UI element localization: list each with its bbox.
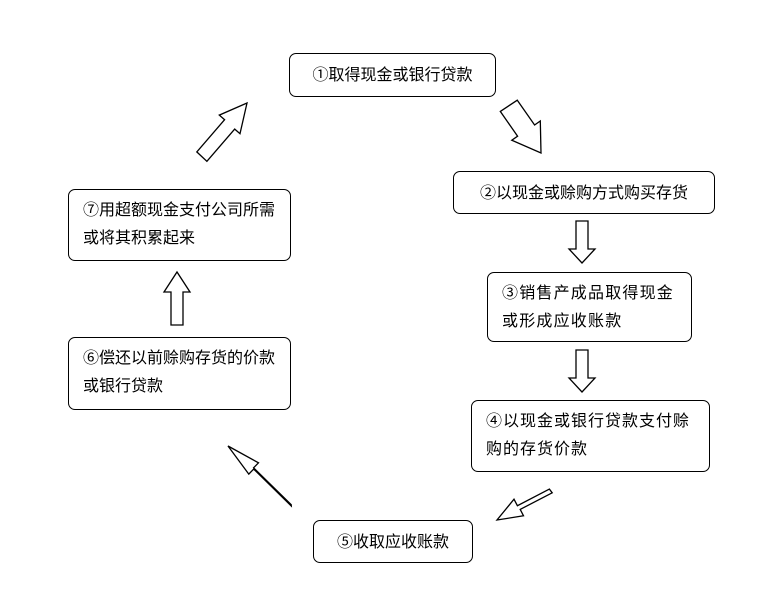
step-1-label: ①取得现金或银行贷款 — [312, 65, 473, 84]
step-4-box: ④以现金或银行贷款支付赊购的存货价款 — [471, 400, 710, 472]
step-2-label: ②以现金或赊购方式购买存货 — [479, 182, 688, 202]
arrow-1-to-2 — [499, 99, 542, 155]
arrow-7-to-1 — [195, 101, 248, 163]
step-5-label: ⑤收取应收账款 — [336, 531, 449, 551]
arrow-6-to-7 — [162, 270, 192, 326]
step-7-label: ⑦用超额现金支付公司所需或将其积累起来 — [83, 200, 276, 247]
step-3-label: ③销售产成品取得现金或形成应收账款 — [502, 283, 675, 330]
arrow-2-to-3 — [567, 220, 597, 264]
step-3-box: ③销售产成品取得现金或形成应收账款 — [487, 272, 692, 342]
arrow-4-to-5 — [495, 488, 554, 521]
step-2-box: ②以现金或赊购方式购买存货 — [453, 171, 715, 214]
step-7-box: ⑦用超额现金支付公司所需或将其积累起来 — [68, 189, 291, 261]
arrow-3-to-4 — [567, 349, 597, 393]
step-4-label: ④以现金或银行贷款支付赊购的存货价款 — [486, 411, 691, 458]
step-1-box: ①取得现金或银行贷款 — [289, 53, 496, 97]
step-6-box: ⑥偿还以前赊购存货的价款或银行贷款 — [68, 337, 291, 410]
step-6-label: ⑥偿还以前赊购存货的价款或银行贷款 — [83, 348, 276, 395]
step-5-box: ⑤收取应收账款 — [313, 520, 473, 563]
arrow-5-to-6 — [227, 445, 293, 508]
